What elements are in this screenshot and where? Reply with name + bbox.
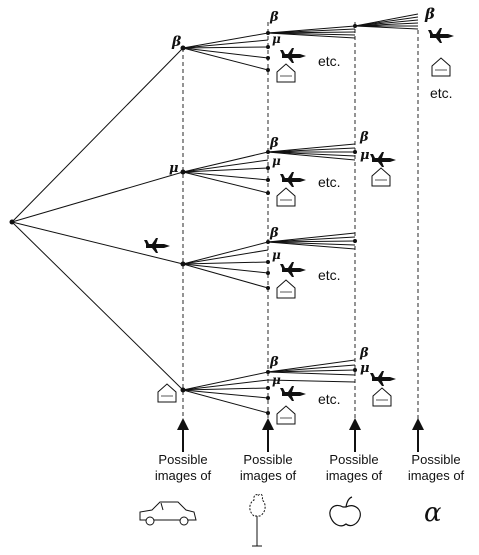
beta-label: β — [269, 136, 279, 151]
airplane-icon — [280, 48, 306, 63]
airplane-icon — [280, 172, 306, 187]
airplane-icon — [144, 238, 170, 253]
house-icon — [157, 383, 177, 403]
airplane-icon — [370, 152, 396, 167]
caption-line: images of — [407, 468, 465, 483]
caption-line: images of — [325, 468, 383, 483]
beta-label: β — [359, 346, 369, 361]
apple-icon — [329, 496, 361, 527]
level3-branches — [267, 25, 356, 383]
house-icon — [371, 167, 391, 187]
caption-line: images of — [239, 468, 297, 483]
etc-label: etc. — [318, 267, 341, 283]
alpha-letter: α — [424, 498, 442, 528]
house-icon — [276, 405, 296, 425]
level2-branches — [182, 32, 269, 414]
house-icon — [276, 63, 296, 83]
mu-label: μ — [272, 154, 281, 168]
mu-label: μ — [272, 248, 281, 262]
etc-label: etc. — [318, 391, 341, 407]
beta-label: β — [269, 226, 279, 241]
caption-alpha: Possible images of — [393, 452, 479, 484]
root-branches — [11, 47, 184, 391]
mu-label: μ — [360, 148, 370, 163]
beta-label: β — [269, 10, 279, 25]
caption-line: images of — [154, 468, 212, 483]
tree-nodes — [9, 24, 357, 415]
caption-line: Possible — [329, 452, 379, 467]
column-guides — [182, 22, 419, 425]
mu-label: μ — [272, 32, 281, 46]
house-icon — [372, 387, 392, 407]
caption-line: Possible — [243, 452, 293, 467]
airplane-icon — [280, 386, 306, 401]
etc-label: etc. — [318, 53, 341, 69]
airplane-icon — [370, 371, 396, 386]
mu-label: μ — [169, 161, 179, 176]
caption-car: Possible images of — [140, 452, 226, 484]
caption-tree: Possible images of — [225, 452, 311, 484]
caption-line: Possible — [158, 452, 208, 467]
caption-apple: Possible images of — [311, 452, 397, 484]
beta-label: β — [171, 34, 182, 50]
tree-icon — [249, 493, 266, 547]
beta-label: β — [269, 355, 279, 370]
airplane-icon — [428, 28, 454, 43]
column-arrows — [177, 418, 424, 452]
mu-label: μ — [360, 361, 370, 376]
mu-label: μ — [272, 373, 281, 387]
house-icon — [276, 187, 296, 207]
beta-label: β — [359, 130, 369, 145]
house-icon — [431, 57, 451, 77]
beta-label: β — [424, 5, 435, 23]
level4-branches — [354, 13, 419, 30]
house-icon — [276, 279, 296, 299]
caption-line: Possible — [411, 452, 461, 467]
car-icon — [139, 501, 197, 526]
etc-label: etc. — [318, 174, 341, 190]
airplane-icon — [280, 262, 306, 277]
etc-label: etc. — [430, 85, 453, 101]
